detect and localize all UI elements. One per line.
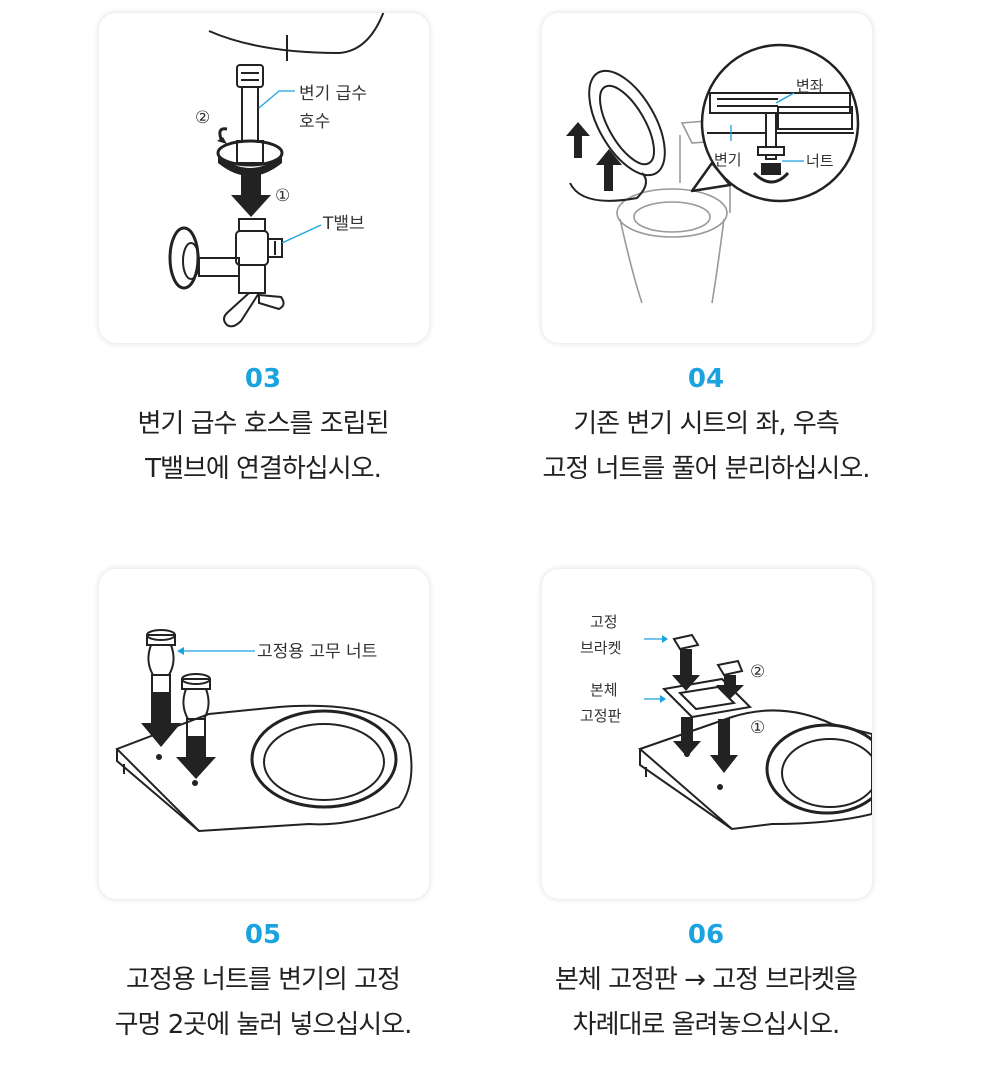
step-04-illustration: 변좌 변기 너트: [541, 12, 873, 344]
bracket-plate-drawing: 고정 브라켓 본체 고정판 ② ①: [580, 613, 872, 831]
rubber-nut-drawing: 고정용 고무 너트: [115, 629, 413, 833]
step-03-desc-line1: 변기 급수 호스를 조립된: [137, 409, 390, 439]
callout-bracket-line2: 브라켓: [580, 639, 621, 657]
callout-mark-2: ②: [750, 662, 765, 682]
callout-rubber-nut: 고정용 고무 너트: [257, 642, 377, 662]
step-05-desc-line1: 고정용 너트를 변기의 고정: [126, 965, 401, 995]
callout-plate-line2: 고정판: [580, 707, 622, 725]
callout-bracket-line1: 고정: [590, 613, 618, 631]
step-03-desc-line2: T밸브에 연결하십시오.: [145, 454, 382, 484]
step-03-illustration: 변기 급수 호수 T밸브 ② ①: [98, 12, 430, 344]
callout-nut: 너트: [806, 152, 834, 170]
callout-mark-1: ①: [750, 718, 765, 738]
valve-hose-drawing: 변기 급수 호수 T밸브 ② ①: [168, 13, 385, 328]
step-04-desc-line1: 기존 변기 시트의 좌, 우측: [573, 409, 840, 439]
step-05-number: 05: [244, 920, 282, 950]
step-06-desc-line1: 본체 고정판 → 고정 브라켓을: [555, 965, 858, 995]
step-03-number: 03: [244, 364, 282, 394]
callout-mark-1: ①: [275, 186, 290, 206]
step-05-illustration: 고정용 고무 너트: [98, 568, 430, 900]
step-04-number: 04: [687, 364, 725, 394]
step-05-desc-line2: 구멍 2곳에 눌러 넣으십시오.: [114, 1010, 413, 1040]
callout-plate-line1: 본체: [590, 681, 618, 699]
callout-seat: 변좌: [796, 77, 824, 95]
step-06-number: 06: [687, 920, 725, 950]
callout-valve: T밸브: [322, 214, 365, 234]
step-06-desc-line2: 차례대로 올려놓으십시오.: [572, 1010, 841, 1040]
step-04-desc-line2: 고정 너트를 풀어 분리하십시오.: [542, 454, 870, 484]
callout-mark-2: ②: [195, 108, 210, 128]
seat-removal-drawing: 변좌 변기 너트: [566, 43, 860, 304]
callout-bowl: 변기: [714, 151, 742, 169]
callout-hose-line2: 호수: [299, 112, 330, 132]
callout-hose-line1: 변기 급수: [299, 84, 367, 104]
step-06-illustration: 고정 브라켓 본체 고정판 ② ①: [541, 568, 873, 900]
